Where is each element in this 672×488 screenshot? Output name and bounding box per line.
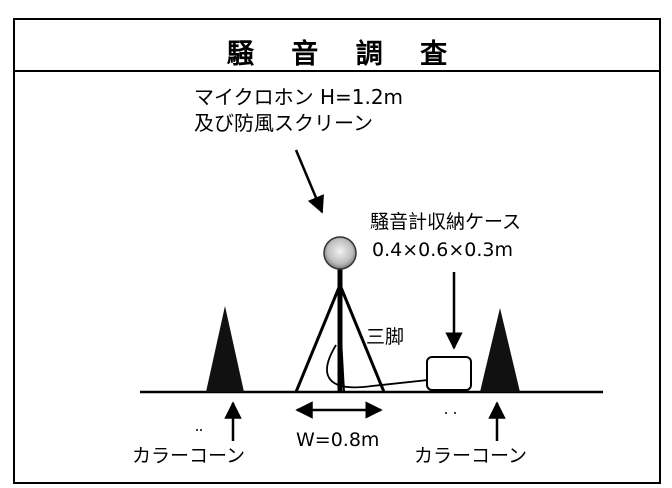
mic-label-line2: 及び防風スクリーン <box>194 111 373 135</box>
mic-label-line1: マイクロホン H=1.2m <box>194 85 404 109</box>
speck <box>445 412 447 414</box>
tripod-label: 三脚 <box>366 326 405 348</box>
cone-left-label: カラーコーン <box>132 445 246 467</box>
case-label-title: 騒音計収納ケース <box>370 211 522 233</box>
microphone-windscreen <box>323 236 357 270</box>
color-cone-left <box>206 306 244 392</box>
speck <box>454 412 456 414</box>
mic-pointer-arrow <box>294 149 324 214</box>
cable <box>326 344 429 389</box>
title-bar: 騒 音 調 査 <box>15 20 659 72</box>
color-cone-right <box>480 308 520 392</box>
width-label: W=0.8m <box>296 429 380 451</box>
meter-case <box>426 356 472 391</box>
speck <box>200 429 202 431</box>
tripod <box>294 262 386 393</box>
cone-right-label: カラーコーン <box>414 445 528 467</box>
page-title: 騒 音 調 査 <box>226 39 462 70</box>
case-label-size: 0.4×0.6×0.3m <box>372 239 513 261</box>
speck <box>196 429 198 431</box>
diagram-frame: 騒 音 調 査 <box>13 18 661 484</box>
